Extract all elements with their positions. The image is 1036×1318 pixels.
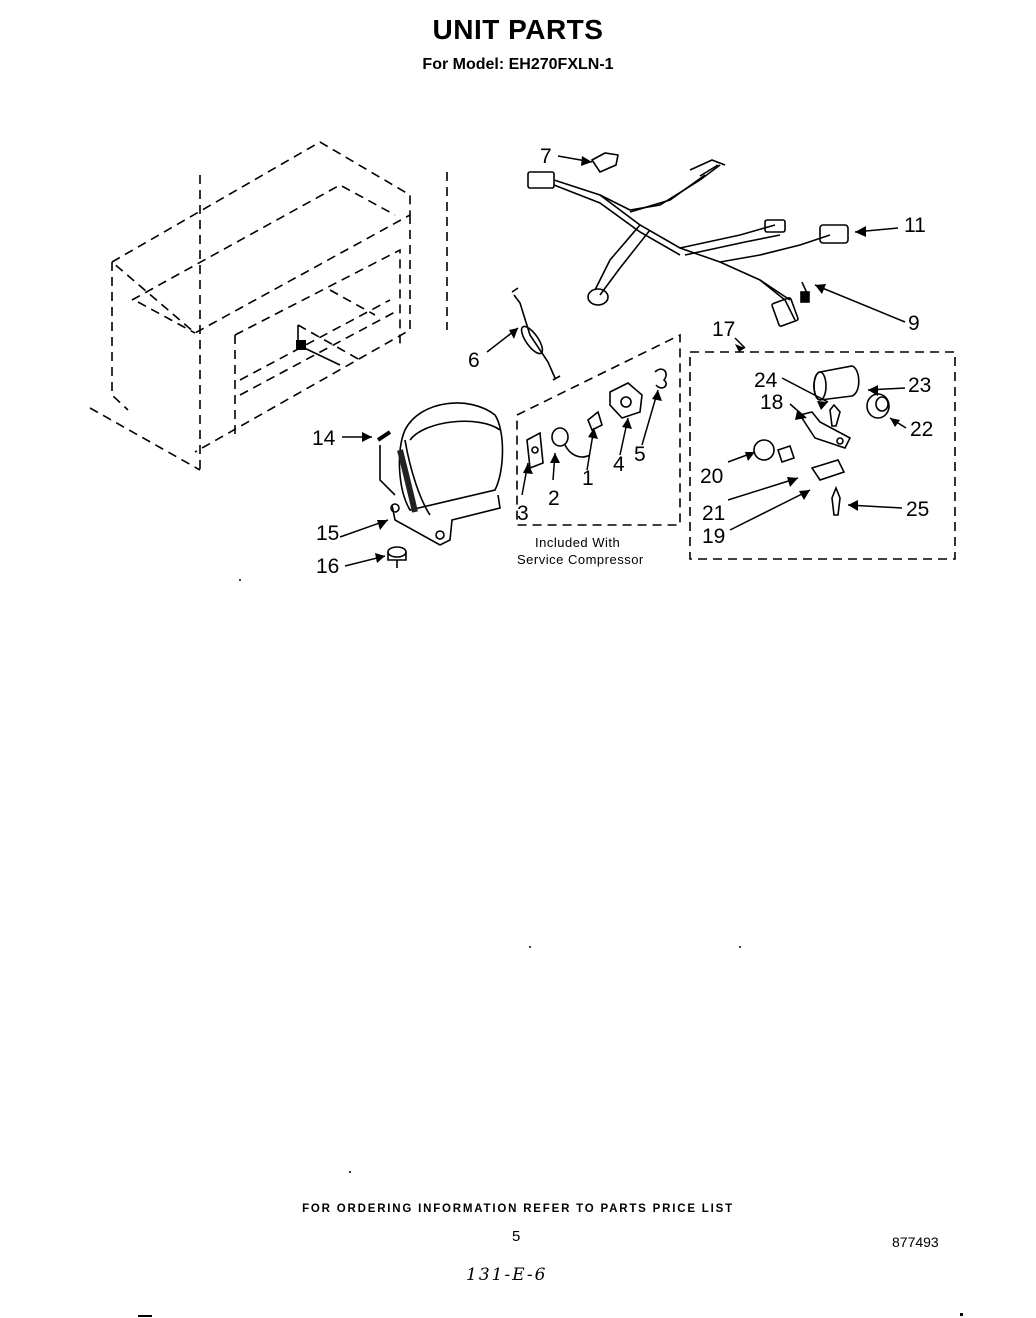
leader-arrowheads: [362, 156, 900, 563]
cabinet-screw: [296, 340, 306, 350]
callout-4: 4: [613, 453, 625, 476]
callout-19: 19: [702, 525, 725, 548]
note-line-1: Included With: [535, 535, 620, 550]
callout-14: 14: [312, 427, 336, 450]
scan-specks: [138, 579, 963, 1317]
callout-16: 16: [316, 555, 339, 578]
callout-3: 3: [517, 502, 529, 525]
compressor: [379, 402, 504, 546]
harness-clip: [590, 152, 619, 174]
compressor-accessory-parts: [526, 368, 667, 470]
note-line-2: Service Compressor: [517, 552, 644, 567]
cabinet-outline: [89, 141, 448, 471]
callout-9: 9: [908, 312, 920, 335]
callout-24: 24: [754, 369, 778, 392]
document-number: 877493: [892, 1234, 939, 1250]
callout-21: 21: [702, 502, 725, 525]
callout-22: 22: [910, 418, 933, 441]
callout-11: 11: [904, 214, 926, 237]
callout-6: 6: [468, 349, 480, 372]
callout-18: 18: [760, 391, 783, 414]
drier: [511, 287, 561, 381]
handwritten-note: 131-E-6: [466, 1265, 548, 1285]
callout-25: 25: [906, 498, 929, 521]
callout-1: 1: [582, 467, 594, 490]
callout-5: 5: [634, 443, 646, 466]
grommet: [387, 546, 407, 568]
relay-kit-group: [689, 351, 956, 560]
model-subtitle: For Model: EH270FXLN-1: [422, 56, 614, 73]
callout-2: 2: [548, 487, 560, 510]
page-number: 5: [512, 1228, 521, 1245]
callout-7: 7: [540, 145, 552, 168]
callout-23: 23: [908, 374, 931, 397]
ordering-info-footer: FOR ORDERING INFORMATION REFER TO PARTS …: [302, 1203, 734, 1215]
service-compressor-group: [516, 333, 681, 526]
callout-15: 15: [316, 522, 339, 545]
page-title: UNIT PARTS: [432, 14, 604, 45]
wiring-harness: [527, 159, 849, 327]
clip: [376, 430, 392, 442]
callout-20: 20: [700, 465, 723, 488]
callout-17: 17: [712, 318, 735, 341]
